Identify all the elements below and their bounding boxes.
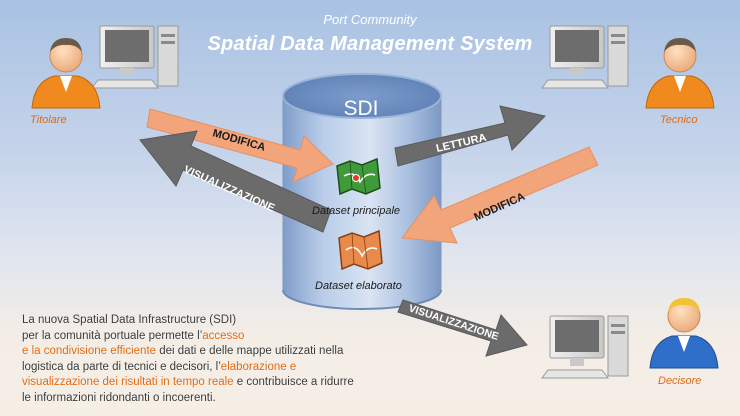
repository-label: SDI — [343, 97, 379, 120]
arrow-tecnico-modifica — [401, 146, 599, 244]
diagram-title: Spatial Data Management System — [207, 33, 533, 55]
diagram-subtitle: Port Community — [323, 12, 417, 27]
dataset-label-principale: Dataset principale — [312, 205, 401, 217]
arrow-titolare-modifica — [146, 108, 334, 183]
description-text: La nuova Spatial Data Infrastructure (SD… — [22, 314, 237, 326]
description-text: le informazioni ridondanti o incoerenti. — [22, 391, 216, 404]
description-paragraph: La nuova Spatial Data Infrastructure (SD… — [22, 313, 402, 407]
user-icon-titolare — [31, 38, 101, 109]
arrow-label-decisore-visualizzazione: VISUALIZZAZIONE — [407, 302, 500, 342]
actor-label-decisore: Decisore — [658, 375, 702, 387]
map-icon-orange — [338, 229, 383, 271]
computer-icon-titolare — [91, 25, 179, 89]
description-text: dei dati e delle mappe utilizzati nella — [156, 345, 344, 358]
description-text: per la comunità portuale permette l’ — [22, 329, 203, 342]
description-text: logistica da parte di tecnici e decisori… — [22, 360, 221, 373]
arrow-titolare-visualizzazione — [139, 130, 332, 233]
user-icon-tecnico — [645, 38, 715, 109]
dataset-label-elaborato: Dataset elaborato — [315, 280, 402, 292]
description-highlight: e la condivisione efficiente — [22, 345, 157, 358]
description-text: e contribuisce a ridurre — [233, 376, 354, 389]
arrow-decisore-visualizzazione — [397, 299, 528, 357]
actor-label-titolare: Titolare — [30, 114, 67, 126]
description-highlight: visualizzazione dei risultati in tempo r… — [22, 376, 234, 389]
actor-label-tecnico: Tecnico — [660, 114, 698, 126]
description-highlight: accesso — [202, 329, 245, 342]
description-highlight: elaborazione e — [220, 360, 297, 373]
computer-icon-tecnico — [541, 25, 629, 89]
user-icon-decisore — [649, 298, 719, 369]
arrow-tecnico-lettura — [394, 105, 546, 167]
computer-icon-decisore — [541, 315, 629, 379]
map-icon-green — [336, 157, 381, 196]
